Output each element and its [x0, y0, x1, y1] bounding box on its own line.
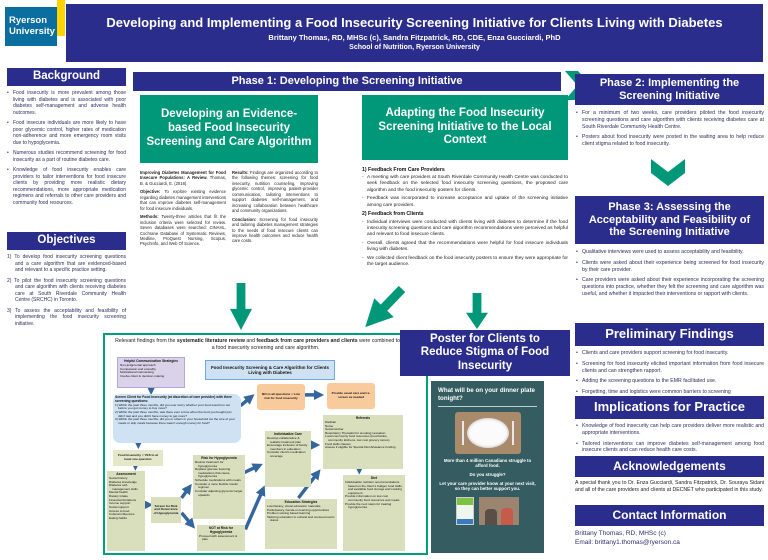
- implications-header: Implications for Practice: [575, 396, 764, 419]
- evidence-paragraph: Methods: Twenty-three articles that fit …: [140, 214, 227, 247]
- client-poster-headline: What will be on your dinner plate tonigh…: [438, 387, 537, 407]
- contact-header: Contact Information: [575, 505, 764, 526]
- background-header: Background: [7, 68, 126, 86]
- feedback-clients-list: Individual interviews were conducted wit…: [362, 220, 568, 269]
- evidence-paragraph: Results: Findings are organized accordin…: [232, 170, 318, 214]
- flow-box-communication: Helpful Communication Strategies Non-jud…: [117, 357, 185, 388]
- contact-name: Brittany Thomas, RD, MHSc (c): [575, 530, 666, 537]
- client-poster-line3: Let your care provider know at your next…: [439, 480, 536, 492]
- evidence-paragraph: Improving Diabetes Management for Food I…: [140, 170, 226, 186]
- feedback-bullet: Overall, clients agreed that the recomme…: [362, 241, 568, 253]
- contact-email: Email: brittany1.thomas@ryerson.ca: [575, 539, 680, 547]
- implications-bullet: Tailored interventions can improve diabe…: [575, 441, 764, 455]
- objectives-list: 1) To develop food insecurity screening …: [7, 254, 126, 331]
- evidence-paragraph: Objective: To explore existing evidence …: [140, 189, 227, 211]
- phase1-header: Phase 1: Developing the Screening Initia…: [133, 72, 561, 91]
- flow-box-no-path: NO to all questions = Low risk for food …: [257, 384, 305, 410]
- logo-accent-bar: [57, 0, 65, 36]
- objective-item: 1) To develop food insecurity screening …: [7, 254, 126, 273]
- phase3-list: Qualitative interviews were used to asse…: [575, 249, 764, 302]
- evidence-box-header: Developing an Evidence-based Food Insecu…: [140, 95, 318, 163]
- phase3-bullet: Qualitative interviews were used to asse…: [575, 249, 764, 256]
- client-poster-line1: More than 4 million Canadians struggle t…: [443, 457, 532, 469]
- flow-box-education-strategies: Education Strategies Low literacy, visua…: [265, 499, 337, 549]
- client-poster-image: What will be on your dinner plate tonigh…: [431, 381, 544, 553]
- poster-affiliation: School of Nutrition, Ryerson University: [349, 44, 480, 51]
- feedback-providers-list: A meeting with care providers at South R…: [362, 175, 568, 209]
- phase2-bullet: Posters about food insecurity were poste…: [575, 134, 764, 148]
- background-list: Food insecurity is more prevalent among …: [7, 90, 126, 210]
- flow-box-diet: Diet Individualize nutrition recommendat…: [343, 475, 405, 551]
- diagonal-arrow-icon: [365, 285, 406, 328]
- feedback-clients-heading: 2) Feedback from Clients: [362, 211, 424, 218]
- dinner-plate-image: [454, 411, 521, 454]
- flow-box-yes-path: Food Insecurity = YES to at least one qu…: [113, 450, 163, 466]
- phase2-bullet: For a minimum of two weeks, care provide…: [575, 110, 764, 130]
- findings-list: Clients and care providers support scree…: [575, 350, 764, 400]
- feedback-bullet: Individual interviews were conducted wit…: [362, 220, 568, 239]
- logo-line2: University: [9, 25, 55, 37]
- objective-item: 2) To pilot the food insecurity screenin…: [7, 277, 126, 304]
- implications-bullet: Knowledge of food insecurity can help ca…: [575, 423, 764, 437]
- poster-title-bar: Developing and Implementing a Food Insec…: [66, 4, 763, 62]
- phase3-header: Phase 3: Assessing the Acceptability and…: [575, 196, 764, 244]
- flow-box-not-at-risk: NOT at Risk for Hypoglycemia Proceed wit…: [197, 525, 245, 551]
- background-bullet: Numerous studies recommend screening for…: [7, 150, 126, 163]
- phase2-to-phase3-arrow-icon: [651, 159, 685, 186]
- findings-bullet: Forgetting, time and logistics were comm…: [575, 389, 764, 396]
- flow-box-individualize-care: Individualize Care Develop collaborative…: [265, 431, 311, 487]
- flow-box-usual-care: Provide usual care and re-screen as need…: [327, 383, 375, 409]
- logo-line1: Ryerson: [9, 15, 48, 27]
- flow-box-screening-questions: Screen Client for Food Insecurity (at di…: [113, 394, 241, 443]
- findings-bullet: Clients and care providers support scree…: [575, 350, 764, 357]
- background-bullet: Food insecure individuals are more likel…: [7, 120, 126, 146]
- flow-title-box: Food Insecurity Screening & Care Algorit…: [205, 360, 335, 380]
- evidence-col2: Results: Findings are organized accordin…: [232, 170, 318, 250]
- evidence-paragraph: Conclusion: Screening for food insecurit…: [232, 216, 318, 244]
- phase2-list: For a minimum of two weeks, care provide…: [575, 110, 764, 152]
- down-arrow-icon: [466, 293, 488, 329]
- feedback-bullet: We collected client feedback on the food…: [362, 256, 568, 268]
- knife-icon: [511, 420, 514, 445]
- university-logo: Ryerson University: [5, 7, 57, 46]
- phase2-header: Phase 2: Implementing the Screening Init…: [575, 74, 764, 105]
- feedback-bullet: A meeting with care providers at South R…: [362, 175, 568, 194]
- contact-info: Brittany Thomas, RD, MHSc (c) Email: bri…: [575, 529, 764, 548]
- feedback-bullet: Feedback was incorporated to increase ac…: [362, 196, 568, 208]
- plate-shape: [466, 417, 509, 448]
- objective-item: 3) To assess the acceptability and feasi…: [7, 307, 126, 327]
- objectives-header: Objectives: [7, 232, 126, 250]
- background-bullet: Food insecurity is more prevalent among …: [7, 90, 126, 116]
- adapting-box-header: Adapting the Food Insecurity Screening I…: [362, 95, 568, 160]
- care-algorithm-flowchart: Relevant findings from the systematic li…: [103, 333, 428, 555]
- findings-bullet: Adding the screening questions to the EM…: [575, 378, 764, 385]
- down-arrow-icon: [230, 283, 252, 330]
- findings-bullet: Screening for food insecurity elicited i…: [575, 361, 764, 375]
- feedback-providers-heading: 1) Feedback From Care Providers: [362, 167, 445, 173]
- fork-icon: [461, 420, 464, 445]
- implications-list: Knowledge of food insecurity can help ca…: [575, 423, 764, 458]
- flowchart-caption: Relevant findings from the systematic li…: [115, 338, 416, 351]
- acknowledgements-header: Acknowledgements: [575, 456, 764, 477]
- background-bullet: Knowledge of food insecurity enables car…: [7, 167, 126, 206]
- poster-authors: Brittany Thomas, RD, MHSc (c), Sandra Fi…: [268, 33, 561, 42]
- poster-title: Developing and Implementing a Food Insec…: [106, 15, 723, 30]
- findings-header: Preliminary Findings: [575, 323, 764, 346]
- evidence-col1: Improving Diabetes Management for Food I…: [140, 170, 226, 250]
- flyer-thumbnail-image: [456, 497, 474, 526]
- phase3-bullet: Clients were asked about their experienc…: [575, 260, 764, 274]
- flow-box-risk-hypoglycemia: Risk for Hypoglycemia Review treatment f…: [193, 455, 245, 519]
- phase3-bullet: Care providers were asked about their ex…: [575, 277, 764, 297]
- adapting-box-content: 1) Feedback From Care Providers A meetin…: [362, 165, 568, 271]
- acknowledgements-text: A special thank you to Dr. Enza Gucciard…: [575, 480, 764, 494]
- client-poster-header: Poster for Clients to Reduce Stigma of F…: [400, 330, 570, 376]
- flow-box-screen-hypoglycemia: Screen for Risk and Occurrence of Hypogl…: [151, 497, 181, 523]
- consultation-photo-image: [479, 497, 519, 526]
- client-poster-line2: Do you struggle?: [469, 471, 506, 477]
